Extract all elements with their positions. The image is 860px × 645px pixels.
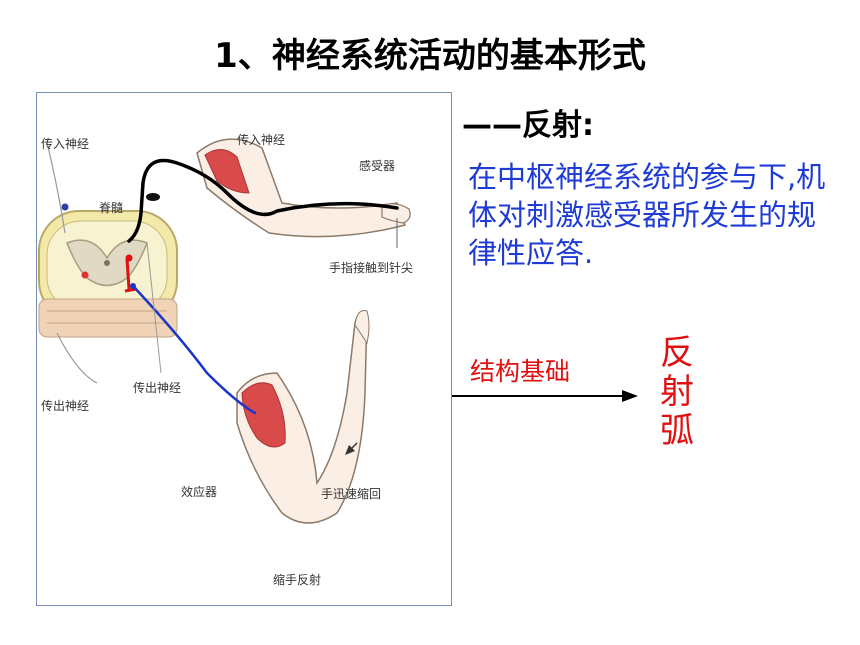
interneuron-dot bbox=[81, 271, 89, 279]
afferent-ganglion-marker bbox=[146, 193, 160, 201]
efferent-origin-dot bbox=[130, 283, 136, 289]
efferent-pathway bbox=[131, 284, 257, 415]
ganglion-dot bbox=[61, 203, 69, 211]
structural-basis-label: 结构基础 bbox=[470, 357, 571, 386]
reflex-illustration bbox=[38, 138, 411, 524]
label-spinal-cord: 脊髓 bbox=[99, 201, 124, 215]
interneuron-node bbox=[125, 254, 133, 262]
efferent-root-line bbox=[56, 332, 98, 384]
slide-title: 1、神经系统活动的基本形式 bbox=[214, 36, 646, 76]
reflex-heading: ——反射: bbox=[462, 108, 594, 143]
reflex-arc-char-1: 反 bbox=[660, 333, 694, 373]
afferent-root-line bbox=[46, 142, 66, 234]
withdraw-arrowhead bbox=[345, 445, 355, 455]
pointer-efferent bbox=[146, 242, 162, 374]
label-finger-touch: 手指接触到针尖 bbox=[329, 261, 414, 275]
upper-arm-illustration bbox=[196, 138, 411, 238]
label-afferent-top: 传入神经 bbox=[237, 133, 286, 147]
reflex-diagram: 传入神经 传入神经 感受器 脊髓 手指接触到针尖 传出神经 传出神经 效应器 手… bbox=[36, 92, 452, 606]
label-receptor: 感受器 bbox=[359, 159, 396, 173]
label-effector: 效应器 bbox=[181, 485, 218, 499]
reflex-arc-char-2: 射 bbox=[660, 372, 694, 412]
label-efferent-left: 传出神经 bbox=[41, 399, 90, 413]
reflex-definition: 在中枢神经系统的参与下,机体对刺激感受器所发生的规律性应答. bbox=[468, 160, 826, 270]
reflex-arc-char-3: 弧 bbox=[660, 411, 694, 451]
afferent-pathway bbox=[127, 158, 399, 243]
label-caption: 缩手反射 bbox=[273, 573, 322, 587]
reflex-arc-term: 反 射 弧 bbox=[654, 334, 700, 451]
label-afferent-left: 传入神经 bbox=[41, 137, 90, 151]
label-efferent-mid: 传出神经 bbox=[133, 381, 182, 395]
spinal-cord-section bbox=[38, 210, 178, 338]
right-arrow-icon bbox=[452, 390, 638, 402]
label-withdraw: 手迅速缩回 bbox=[321, 487, 382, 501]
lower-arm-illustration bbox=[236, 310, 370, 524]
